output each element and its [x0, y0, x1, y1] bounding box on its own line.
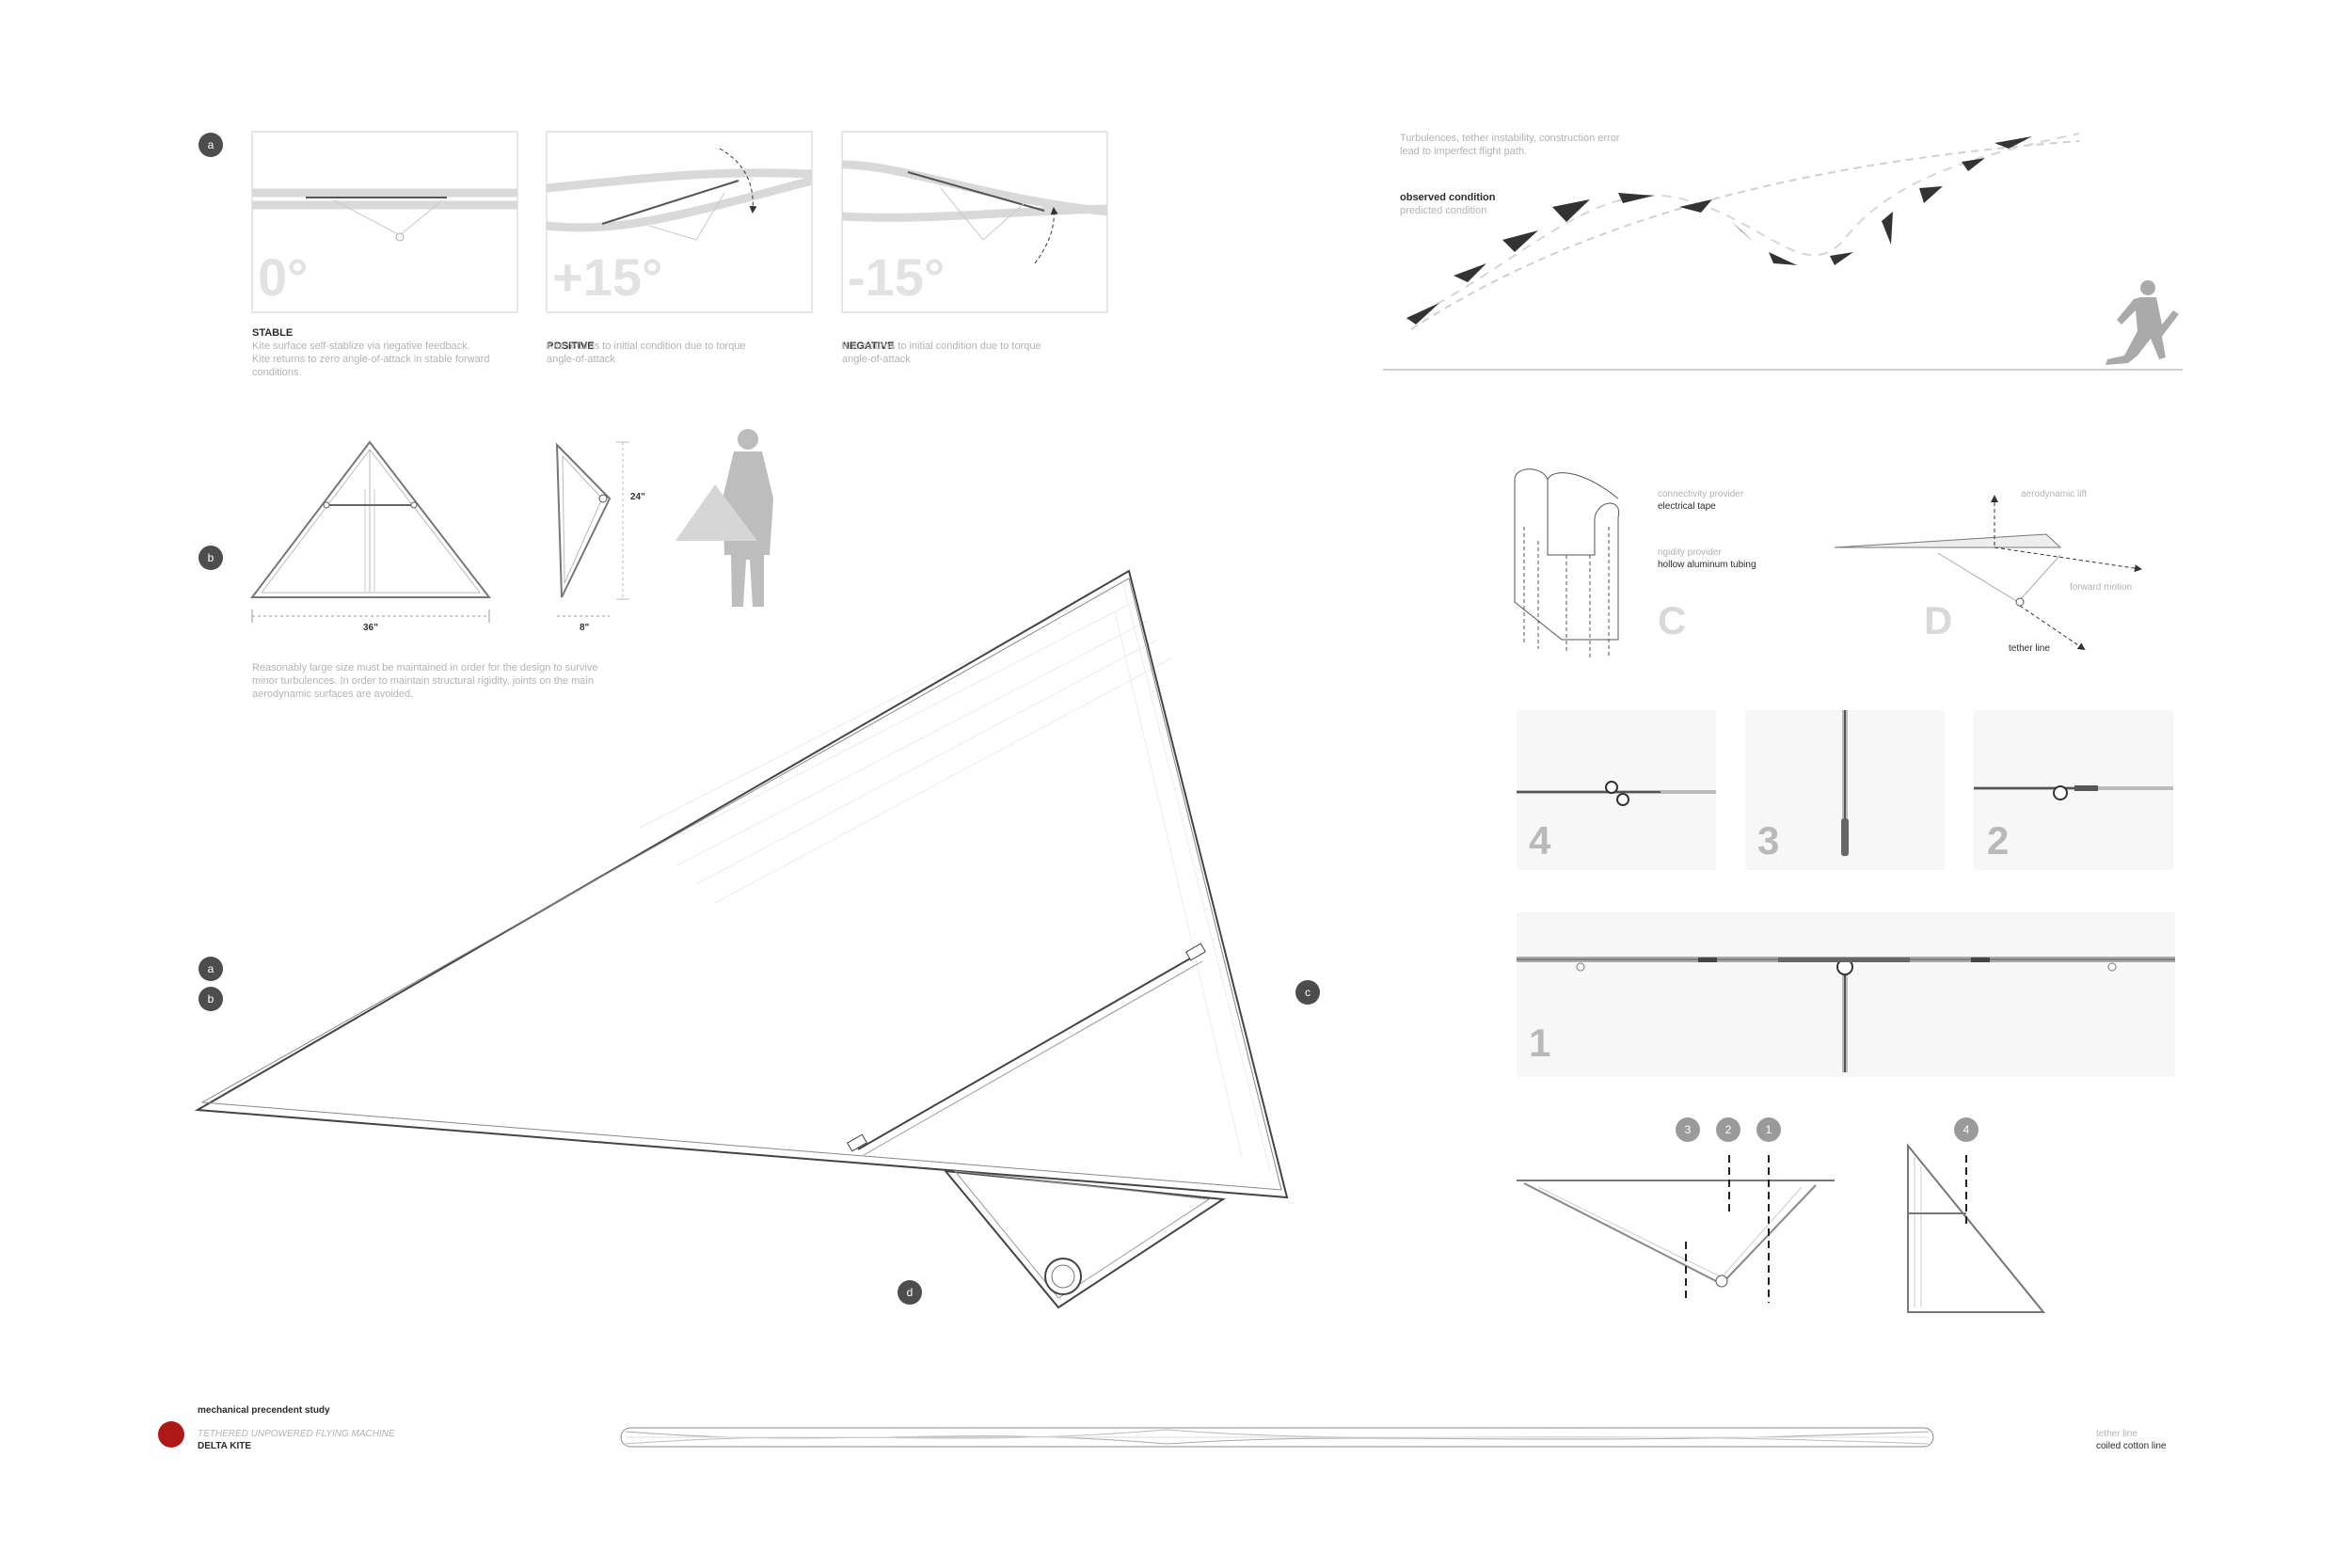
badge-d-main: d: [898, 1280, 922, 1305]
marker-2: 2: [1716, 1117, 1740, 1142]
angle-value-neg15: -15°: [848, 247, 946, 307]
force-letter: D: [1924, 598, 1953, 642]
angle-panel-neg15: [841, 131, 1108, 313]
joint-label-3: 3: [1757, 818, 1780, 863]
depth-dimension: 8": [580, 623, 590, 633]
negative-title-suffix: angle-of-attack: [842, 354, 911, 365]
kite-name: DELTA KITE: [198, 1441, 252, 1451]
height-dimension: 24": [630, 492, 645, 502]
joint-label-2: 2: [1987, 818, 2010, 863]
observed-condition-label: observed condition: [1400, 192, 1496, 203]
motion-label: forward motion: [2070, 582, 2133, 593]
positive-title-line: POSITIVE angle-of-attack: [547, 326, 615, 366]
joint-detail-4: [1517, 710, 1716, 870]
negative-desc: Kite returns to initial condition due to…: [842, 341, 1041, 352]
stable-desc: Kite surface self-stablize via negative …: [252, 341, 490, 378]
human-scale-figure: [675, 429, 773, 607]
positive-title: POSITIVE: [547, 341, 595, 352]
force-diagram: [1834, 495, 2142, 651]
positive-title-suffix: angle-of-attack: [547, 354, 615, 365]
badge-a-top: a: [199, 133, 223, 157]
joint-detail-2: [1974, 710, 2173, 870]
connectivity-material: electrical tape: [1658, 501, 1716, 512]
machine-subtitle: TETHERED UNPOWERED FLYING MACHINE: [198, 1429, 395, 1439]
angle-value-0: 0°: [258, 247, 309, 307]
brand-dot-icon: [158, 1421, 184, 1448]
marker-3: 3: [1676, 1117, 1700, 1142]
tether-material: coiled cotton line: [2096, 1441, 2167, 1451]
rigidity-role: rigidity provider: [1658, 547, 1722, 558]
badge-b-main: b: [199, 987, 223, 1011]
tether-rope: [620, 1427, 1934, 1448]
material-detail: [1514, 468, 1620, 658]
assembly-side-view: [1907, 1143, 2046, 1313]
tether-role: tether line: [2096, 1429, 2137, 1439]
flight-path-intro: Turbulences, tether instability, constru…: [1400, 133, 1620, 157]
joint-label-4: 4: [1529, 818, 1551, 863]
lift-label: aerodynamic lift: [2021, 489, 2088, 499]
material-letter: C: [1658, 598, 1687, 642]
joint-detail-3: [1745, 710, 1945, 870]
connectivity-role: connectivity provider: [1658, 489, 1744, 499]
flight-path-diagram: [1383, 133, 2183, 371]
rigidity-material: hollow aluminum tubing: [1658, 560, 1756, 570]
badge-b-size: b: [199, 546, 223, 570]
stable-title: STABLE: [252, 327, 294, 339]
angle-value-pos15: +15°: [552, 247, 663, 307]
marker-4: 4: [1954, 1117, 1979, 1142]
runner-figure: [2106, 280, 2179, 365]
joint-detail-1: [1517, 912, 2175, 1077]
angle-panel-pos15: [546, 131, 814, 313]
main-kite-drawing: [194, 569, 1289, 1309]
negative-title-line: NEGATIVE angle-of-attack: [842, 326, 911, 366]
tether-label: tether line: [2009, 643, 2050, 654]
predicted-condition-label: predicted condition: [1400, 205, 1487, 216]
size-note: Reasonably large size must be maintained…: [252, 662, 598, 700]
assembly-front-view: [1517, 1155, 1835, 1303]
badge-c-main: c: [1295, 980, 1320, 1005]
study-title: mechanical precendent study: [198, 1405, 330, 1416]
size-study-front: [249, 440, 492, 623]
size-study-side: [555, 441, 629, 617]
positive-desc: Kite returns to initial condition due to…: [547, 341, 746, 352]
badge-a-main: a: [199, 957, 223, 981]
angle-panel-0: [251, 131, 518, 313]
marker-1: 1: [1756, 1117, 1781, 1142]
width-dimension: 36": [363, 623, 378, 633]
joint-label-1: 1: [1529, 1021, 1551, 1065]
negative-title: NEGATIVE: [842, 341, 895, 352]
